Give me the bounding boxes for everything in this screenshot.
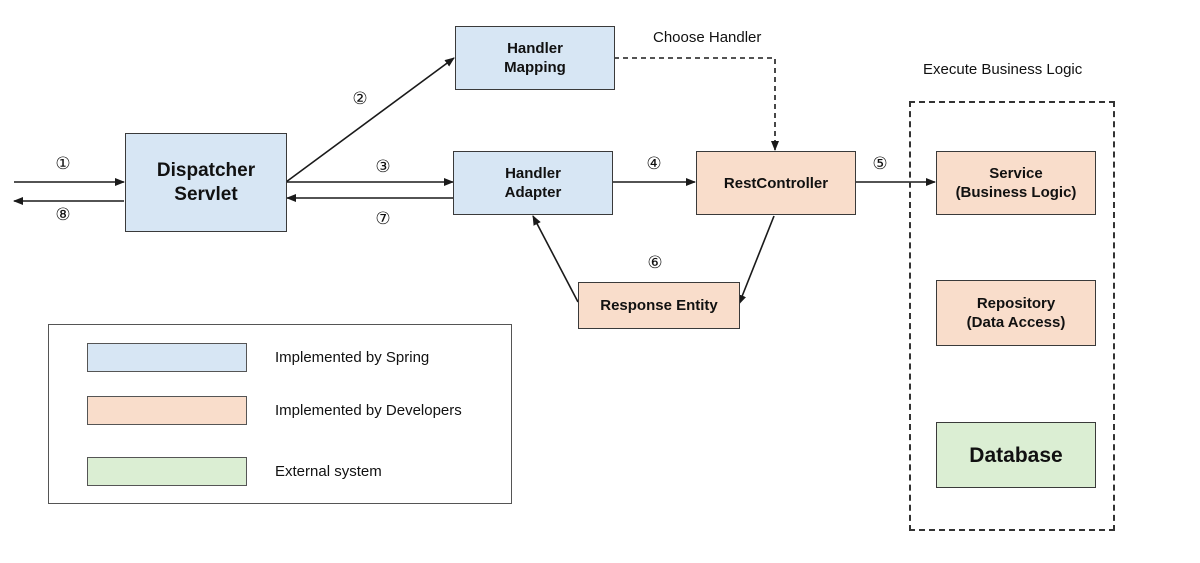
legend-label-spring: Implemented by Spring	[275, 349, 430, 366]
arrow-controller-to-response-entity	[738, 215, 775, 305]
rest-controller-box: RestController	[696, 151, 856, 215]
legend-label-external: External system	[275, 463, 382, 480]
step-1-marker: ①	[55, 154, 71, 173]
arrow-step-6-response-to-adapter	[532, 215, 579, 303]
legend-swatch-spring	[87, 343, 247, 372]
handler-mapping-box: Handler Mapping	[455, 26, 615, 90]
legend-swatch-external	[87, 457, 247, 486]
legend-swatch-developers	[87, 396, 247, 425]
arrow-choose-handler-dashed	[614, 57, 779, 151]
legend: Implemented by Spring Implemented by Dev…	[48, 324, 512, 504]
step-2-marker: ②	[352, 89, 368, 108]
response-entity-box: Response Entity	[578, 282, 740, 329]
choose-handler-label: Choose Handler	[653, 29, 762, 46]
dispatcher-servlet-box: Dispatcher Servlet	[125, 133, 287, 232]
step-7-marker: ⑦	[375, 209, 391, 228]
step-3-marker: ③	[375, 157, 391, 176]
service-box: Service (Business Logic)	[936, 151, 1096, 215]
legend-label-developers: Implemented by Developers	[275, 402, 462, 419]
database-box: Database	[936, 422, 1096, 488]
execute-business-logic-label: Execute Business Logic	[923, 61, 1083, 78]
business-logic-boundary	[909, 101, 1115, 531]
handler-adapter-box: Handler Adapter	[453, 151, 613, 215]
step-4-marker: ④	[646, 154, 662, 173]
step-6-marker: ⑥	[647, 253, 663, 272]
repository-box: Repository (Data Access)	[936, 280, 1096, 346]
step-5-marker: ⑤	[872, 154, 888, 173]
arrow-step-2-to-handler-mapping	[285, 57, 455, 183]
step-8-marker: ⑧	[55, 205, 71, 224]
